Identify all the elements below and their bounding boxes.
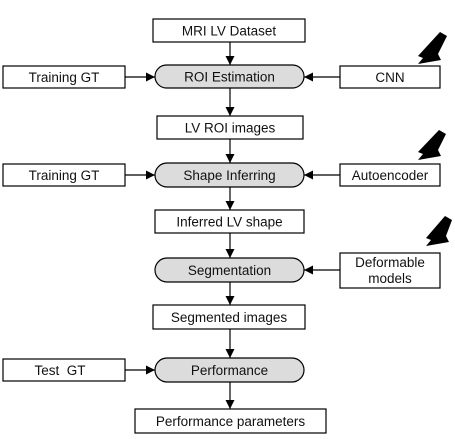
pointer-arrow-icon: [426, 216, 452, 246]
pointer-arrow-icon: [418, 32, 447, 64]
autoencoder-label: Autoencoder: [352, 168, 429, 183]
segmentation-label: Segmentation: [188, 263, 271, 278]
lv-roi-images-box: LV ROI images: [156, 115, 304, 140]
performance-parameters-label: Performance parameters: [156, 414, 306, 429]
deformable-label-line1: Deformable: [355, 255, 425, 270]
training-gt-label-1: Training GT: [29, 70, 100, 85]
performance-parameters-box: Performance parameters: [134, 408, 327, 434]
shape-inferring-process: Shape Inferring: [154, 162, 305, 188]
segmentation-process: Segmentation: [154, 257, 305, 283]
training-gt-label-2: Training GT: [29, 168, 100, 183]
autoencoder-box: Autoencoder: [339, 163, 441, 187]
connectors: [125, 42, 340, 409]
performance-label: Performance: [191, 363, 268, 378]
test-gt-label: Test GT: [34, 363, 85, 378]
dataset-box: MRI LV Dataset: [152, 18, 306, 43]
segmented-images-box: Segmented images: [152, 304, 306, 330]
cnn-label: CNN: [375, 70, 404, 85]
roi-estimation-label: ROI Estimation: [184, 70, 275, 85]
cnn-box: CNN: [339, 65, 441, 89]
dataset-label: MRI LV Dataset: [182, 24, 277, 39]
lv-roi-images-label: LV ROI images: [185, 121, 276, 136]
deformable-label-line2: models: [368, 271, 412, 286]
inferred-shape-box: Inferred LV shape: [154, 209, 305, 234]
roi-estimation-process: ROI Estimation: [154, 64, 305, 89]
performance-process: Performance: [154, 357, 305, 383]
pointer-arrow-icon: [418, 130, 446, 160]
deformable-models-box: Deformable models: [339, 252, 441, 289]
shape-inferring-label: Shape Inferring: [183, 168, 275, 183]
segmented-images-label: Segmented images: [171, 310, 288, 325]
inferred-shape-label: Inferred LV shape: [176, 215, 282, 230]
training-gt-box-1: Training GT: [2, 65, 126, 89]
test-gt-box: Test GT: [2, 358, 126, 382]
training-gt-box-2: Training GT: [2, 163, 126, 187]
